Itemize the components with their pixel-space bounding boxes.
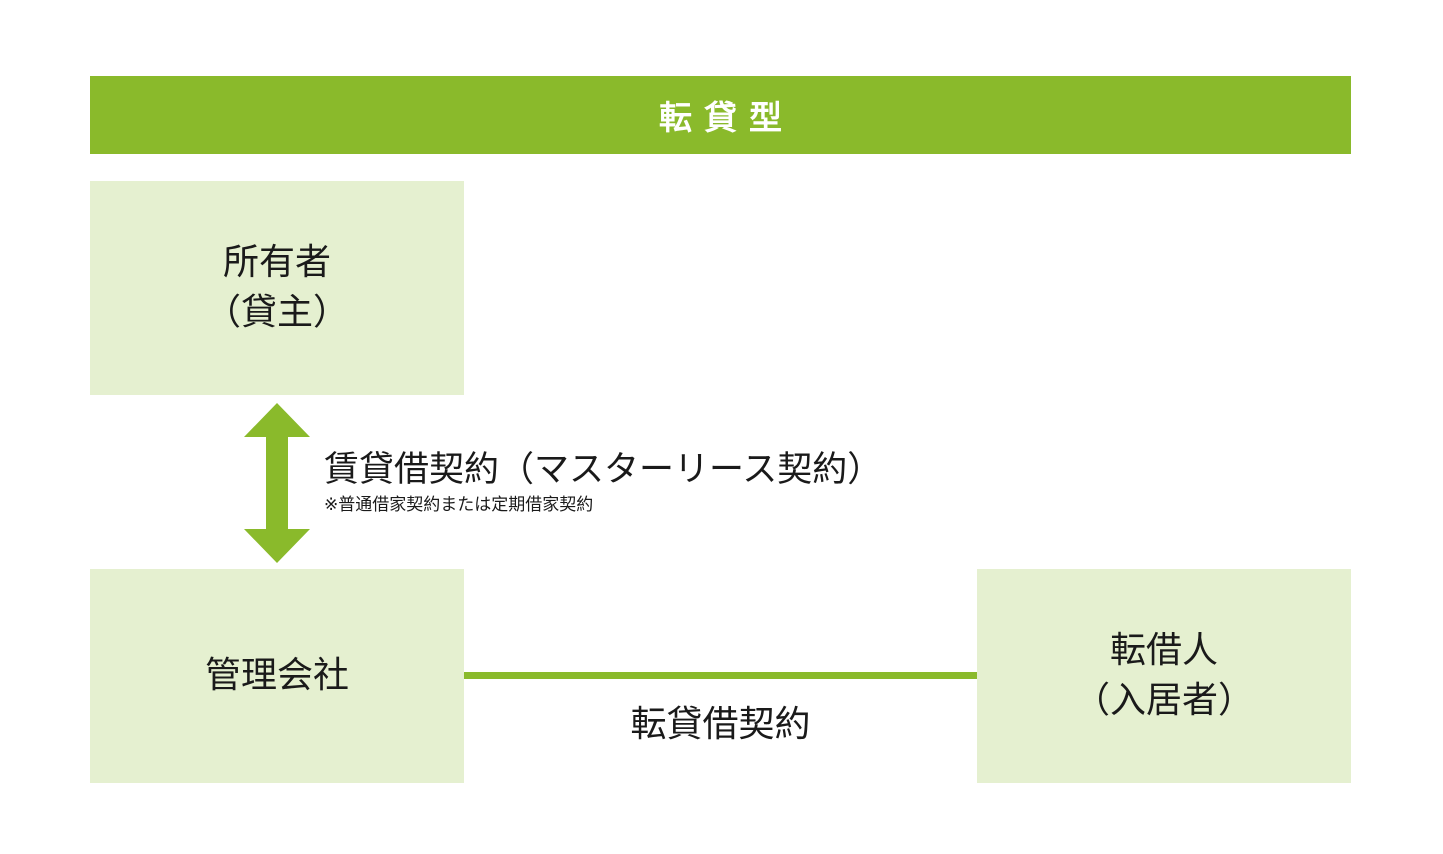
sublease-contract-label: 転貸借契約 (630, 704, 811, 745)
double-arrow-icon (244, 403, 310, 563)
subtenant-sublabel: （入居者） (1073, 680, 1254, 721)
diagram-title: 転貸型 (659, 98, 794, 137)
management-company-label: 管理会社 (204, 655, 349, 696)
sublease-connector-line (464, 672, 977, 679)
owner-box: 所有者 （貸主） (90, 181, 464, 395)
master-lease-note: ※普通借家契約または定期借家契約 (324, 495, 594, 515)
master-lease-label: 賃貸借契約（マスターリース契約） (324, 450, 883, 490)
subtenant-box: 転借人 （入居者） (977, 569, 1351, 783)
header-bar: 転貸型 (90, 76, 1351, 154)
owner-label: 所有者 (222, 242, 331, 283)
owner-sublabel: （貸主） (204, 292, 349, 333)
management-company-box: 管理会社 (90, 569, 464, 783)
subtenant-label: 転借人 (1109, 630, 1218, 671)
